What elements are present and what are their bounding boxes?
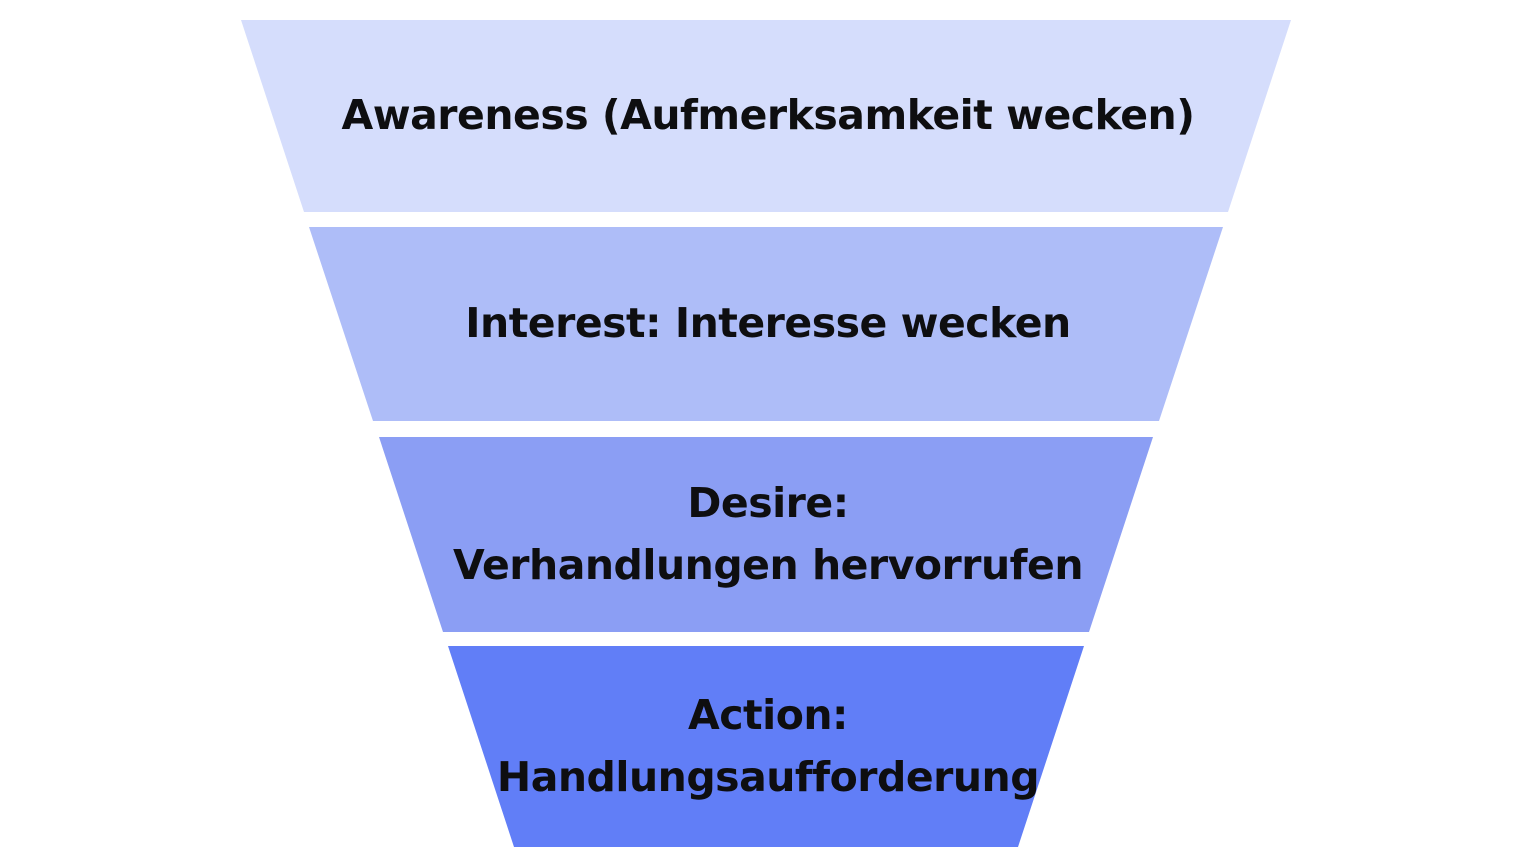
funnel-stage-awareness: Awareness (Aufmerksamkeit wecken) bbox=[241, 20, 1291, 212]
funnel-stage-action: Action: Handlungsaufforderung bbox=[448, 646, 1084, 847]
funnel-stage-desire-label-line1: Desire: bbox=[687, 479, 849, 527]
funnel-stage-desire: Desire: Verhandlungen hervorrufen bbox=[379, 437, 1153, 632]
funnel-stage-action-label-line2: Handlungsaufforderung bbox=[496, 752, 1040, 801]
funnel-stage-desire-label-line2: Verhandlungen hervorrufen bbox=[452, 540, 1084, 589]
funnel-stage-action-label-line1: Action: bbox=[688, 691, 848, 739]
funnel-stage-interest: Interest: Interesse wecken bbox=[309, 227, 1223, 421]
funnel-stage-awareness-label: Awareness (Aufmerksamkeit wecken) bbox=[341, 91, 1195, 140]
funnel-stage-interest-label: Interest: Interesse wecken bbox=[465, 299, 1071, 348]
